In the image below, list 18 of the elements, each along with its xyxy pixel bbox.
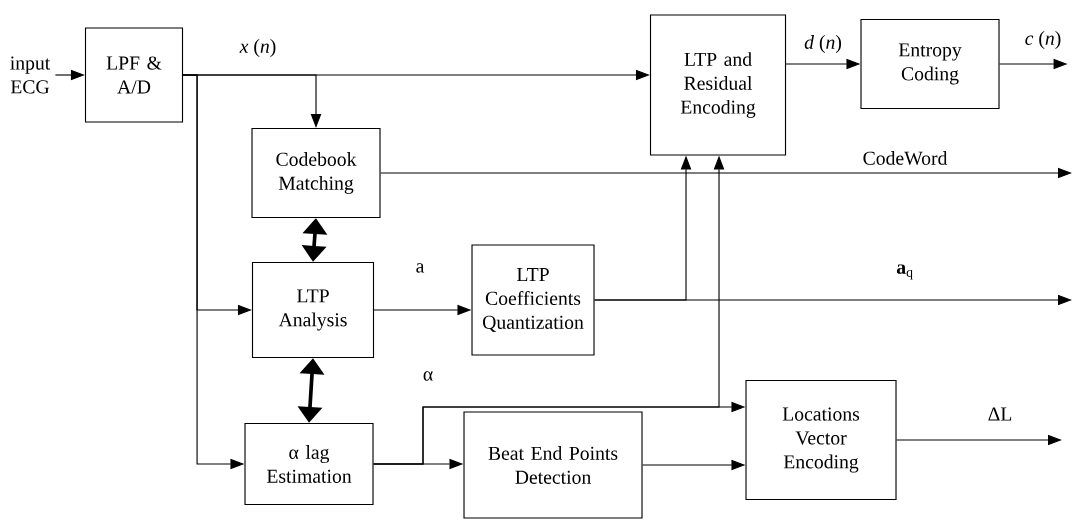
process-box: LTP Analysis [251,261,375,359]
process-box: LTP Coefficients Quantization [471,244,595,356]
edge-label: a$_{q}$ [894,263,916,281]
process-box: Entropy Coding [860,18,1000,110]
edge-label: CodeWord [861,149,949,167]
process-box: LPF & A/D [84,27,184,123]
edge-label: ΔL [986,406,1014,422]
process-box: α lag Estimation [244,422,374,506]
process-box: Locations Vector Encoding [745,379,897,501]
process-box: LTP and Residual Encoding [649,14,787,156]
edge-label: x (n) [238,37,278,59]
edge-label: a [414,261,426,275]
edge-label: c (n) [1023,29,1063,51]
process-box: Codebook Matching [251,127,381,219]
edge-label: d (n) [802,33,844,55]
process-box: Beat End Points Detection [463,411,643,519]
edge-label: α [421,369,435,383]
signal-label: input ECG [10,56,51,94]
